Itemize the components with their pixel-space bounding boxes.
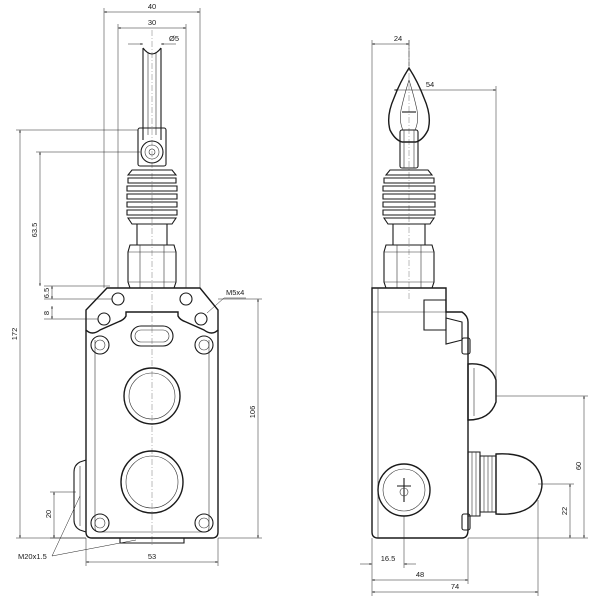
dim-label-48: 48 — [416, 570, 424, 579]
dim-label-8: 8 — [42, 311, 51, 315]
dim-label-60: 60 — [574, 462, 583, 470]
dim-label-20: 20 — [44, 510, 53, 518]
side-view: 24 54 60 22 16.5 48 74 — [360, 34, 588, 596]
front-head — [85, 287, 219, 347]
dim-label-m20x1-5: M20x1.5 — [18, 552, 47, 561]
dim-label-172: 172 — [10, 328, 19, 341]
dim-label-53: 53 — [148, 552, 156, 561]
front-dimensions — [16, 8, 262, 566]
side-roller — [387, 66, 431, 169]
dim-label-diameter-5: Ø5 — [169, 34, 179, 43]
dim-label-16-5: 16.5 — [381, 554, 396, 563]
front-fork — [137, 47, 167, 167]
dim-label-6-5: 6.5 — [42, 288, 51, 298]
front-bellows — [126, 169, 178, 225]
side-dim-labels: 24 54 60 22 16.5 48 74 — [381, 34, 583, 591]
front-view: 40 30 Ø5 63.5 6.5 8 172 106 M5x4 20 M20x… — [10, 2, 262, 566]
front-dim-labels: 40 30 Ø5 63.5 6.5 8 172 106 M5x4 20 M20x… — [10, 2, 257, 561]
dim-label-40: 40 — [148, 2, 156, 11]
dim-label-54: 54 — [426, 80, 434, 89]
dim-label-106: 106 — [248, 406, 257, 419]
dim-label-30: 30 — [148, 18, 156, 27]
side-housing — [371, 287, 543, 539]
dim-label-m5x4: M5x4 — [226, 288, 244, 297]
dim-label-22: 22 — [560, 507, 569, 515]
dim-label-24: 24 — [394, 34, 402, 43]
side-shaft — [383, 224, 435, 289]
side-dimensions — [360, 40, 588, 596]
front-housing — [73, 330, 219, 544]
side-bellows — [382, 169, 436, 225]
dim-label-74: 74 — [451, 582, 459, 591]
dim-label-63-5: 63.5 — [30, 223, 39, 238]
